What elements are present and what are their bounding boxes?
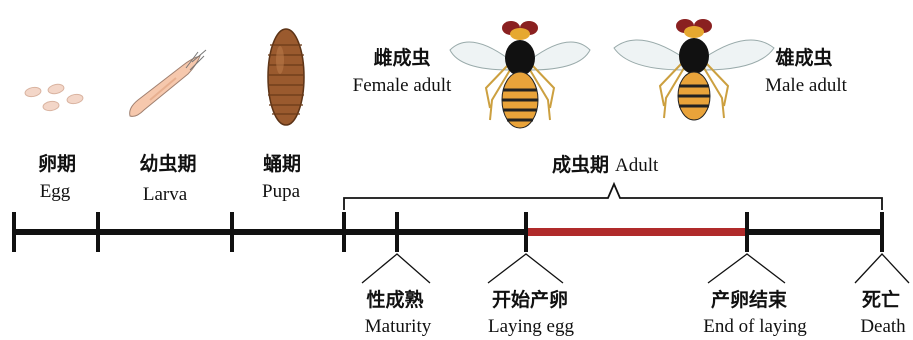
event-pointers [362, 254, 909, 283]
death-zh-label: 死亡 [862, 288, 900, 311]
male-adult-en-label: Male adult [765, 75, 848, 96]
adult-stage-en-label: Adult [615, 155, 659, 176]
pupa-stage-en-label: Pupa [262, 181, 301, 202]
maturity-en-label: Maturity [365, 316, 432, 337]
male-fly-icon [614, 19, 774, 120]
laying-end-zh-label: 产卵结束 [711, 288, 788, 311]
adult-stage-bracket [344, 184, 882, 210]
egg-stage-en-label: Egg [40, 181, 71, 202]
female-adult-zh-label: 雌成虫 [373, 46, 430, 69]
timeline [14, 212, 884, 252]
maturity-zh-label: 性成熟 [366, 288, 423, 311]
death-en-label: Death [860, 316, 906, 337]
larva-stage-zh-label: 幼虫期 [139, 152, 196, 175]
male-adult-zh-label: 雄成虫 [774, 46, 832, 69]
egg-cluster-icon [24, 83, 83, 112]
female-fly-icon [450, 21, 590, 128]
larva-stage-en-label: Larva [143, 184, 188, 205]
female-adult-en-label: Female adult [353, 75, 452, 96]
egg-stage-zh-label: 卵期 [38, 152, 76, 175]
laying-end-en-label: End of laying [703, 316, 807, 337]
laying-start-zh-label: 开始产卵 [492, 288, 568, 311]
pupa-icon [268, 29, 304, 125]
larva-icon [130, 50, 206, 116]
laying-start-en-label: Laying egg [488, 316, 575, 337]
pupa-stage-zh-label: 蛹期 [263, 153, 301, 175]
adult-stage-zh-label: 成虫期 [552, 153, 609, 176]
